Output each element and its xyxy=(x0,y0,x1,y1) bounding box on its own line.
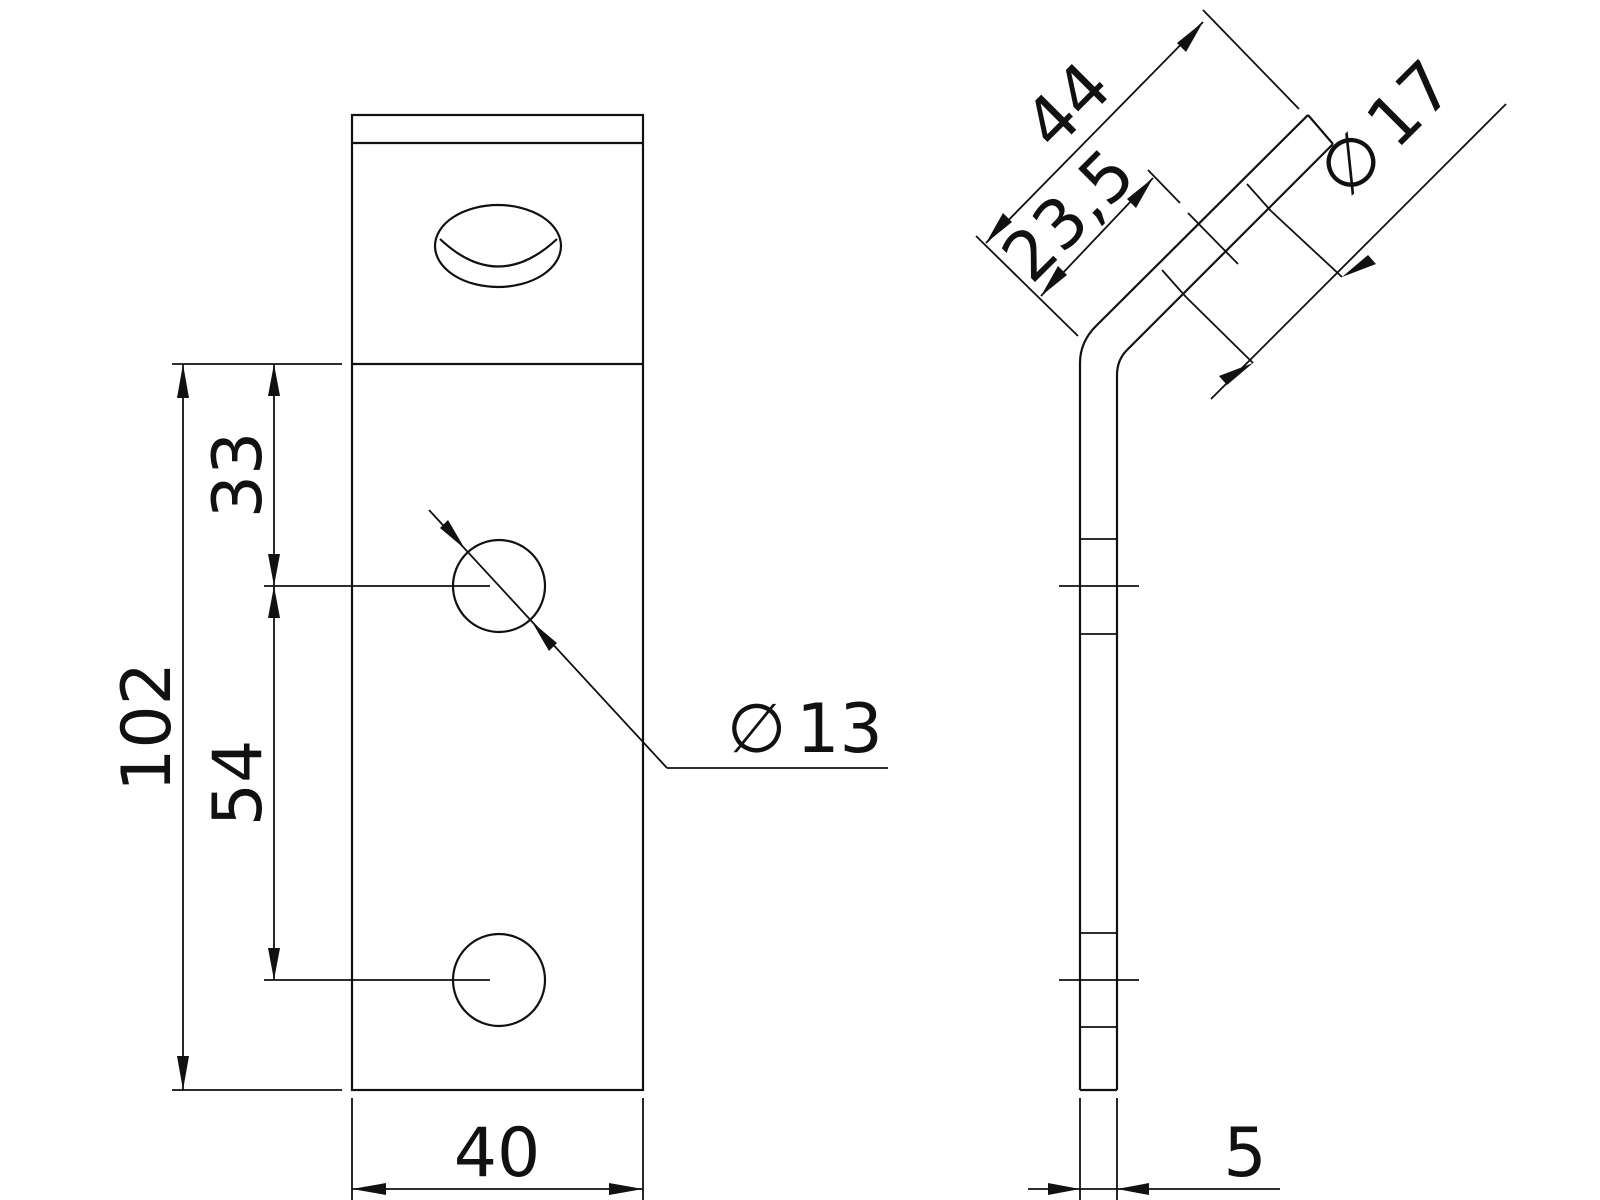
dim-33-label: 33 xyxy=(199,432,278,519)
dim-width: 40 xyxy=(351,1098,644,1200)
dim-54-label: 54 xyxy=(199,740,278,827)
side-profile-outer xyxy=(1078,114,1309,1090)
dim-5-label: 5 xyxy=(1223,1114,1266,1193)
dim-23-5-label: 23,5 xyxy=(988,135,1151,298)
plate-outline xyxy=(350,113,645,1092)
dim-40-label: 40 xyxy=(454,1114,541,1193)
dim-13-label: ∅13 xyxy=(727,690,883,769)
side-profile-inner xyxy=(1115,143,1334,1090)
side-flange-end xyxy=(1307,114,1334,145)
side-view xyxy=(1059,114,1334,1092)
dim-upper-offset: 33 xyxy=(199,364,280,586)
dim-overall-height: 102 xyxy=(108,363,342,1091)
front-view xyxy=(350,113,645,1092)
dim-slot-offset: 23,5 xyxy=(988,135,1181,298)
dim-hole-diameter: ∅13 xyxy=(428,509,888,769)
dim-102-label: 102 xyxy=(108,662,187,792)
dim-hole-spacing: 54 xyxy=(199,586,280,980)
flange-slot-inner-edge xyxy=(439,238,558,268)
dim-thickness: 5 xyxy=(1028,1098,1280,1200)
flange-slot xyxy=(433,203,563,289)
dim-44-label: 44 xyxy=(1010,48,1127,165)
dim-slot-diameter: ∅17 xyxy=(1185,46,1507,400)
diameter-symbol: ∅ xyxy=(727,690,786,769)
dim-17-label: ∅17 xyxy=(1303,46,1469,212)
dim-13-value: 13 xyxy=(796,690,883,769)
